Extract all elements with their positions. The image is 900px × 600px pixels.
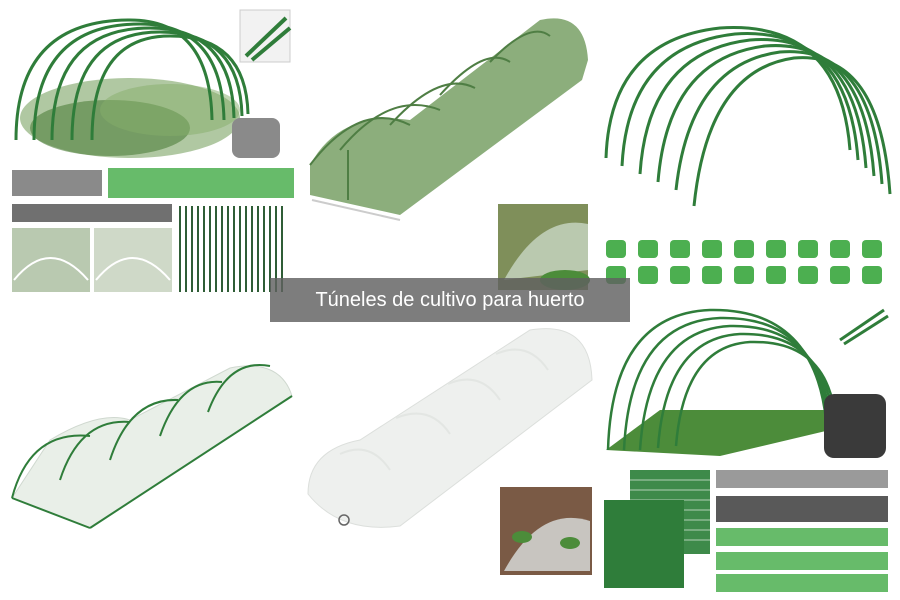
- hoops-lettuce-kit-illustration: [600, 300, 900, 600]
- green-tunnel-illustration: [300, 0, 600, 300]
- product-image-green-hoops[interactable]: [600, 0, 900, 300]
- product-image-soil-tunnel-inset[interactable]: [500, 487, 592, 575]
- product-image-clear-mesh-tunnel[interactable]: [0, 300, 300, 600]
- hoops-kit-illustration: [0, 0, 300, 300]
- soil-tunnel-inset-illustration: [500, 487, 592, 575]
- clear-mesh-tunnel-illustration: [0, 300, 300, 600]
- green-hoops-illustration: [600, 0, 900, 300]
- product-image-green-tunnel[interactable]: [300, 0, 600, 300]
- product-image-hoops-kit[interactable]: [0, 0, 300, 300]
- product-image-hoops-lettuce-kit[interactable]: [600, 300, 900, 600]
- collage-caption: Túneles de cultivo para huerto: [270, 278, 630, 322]
